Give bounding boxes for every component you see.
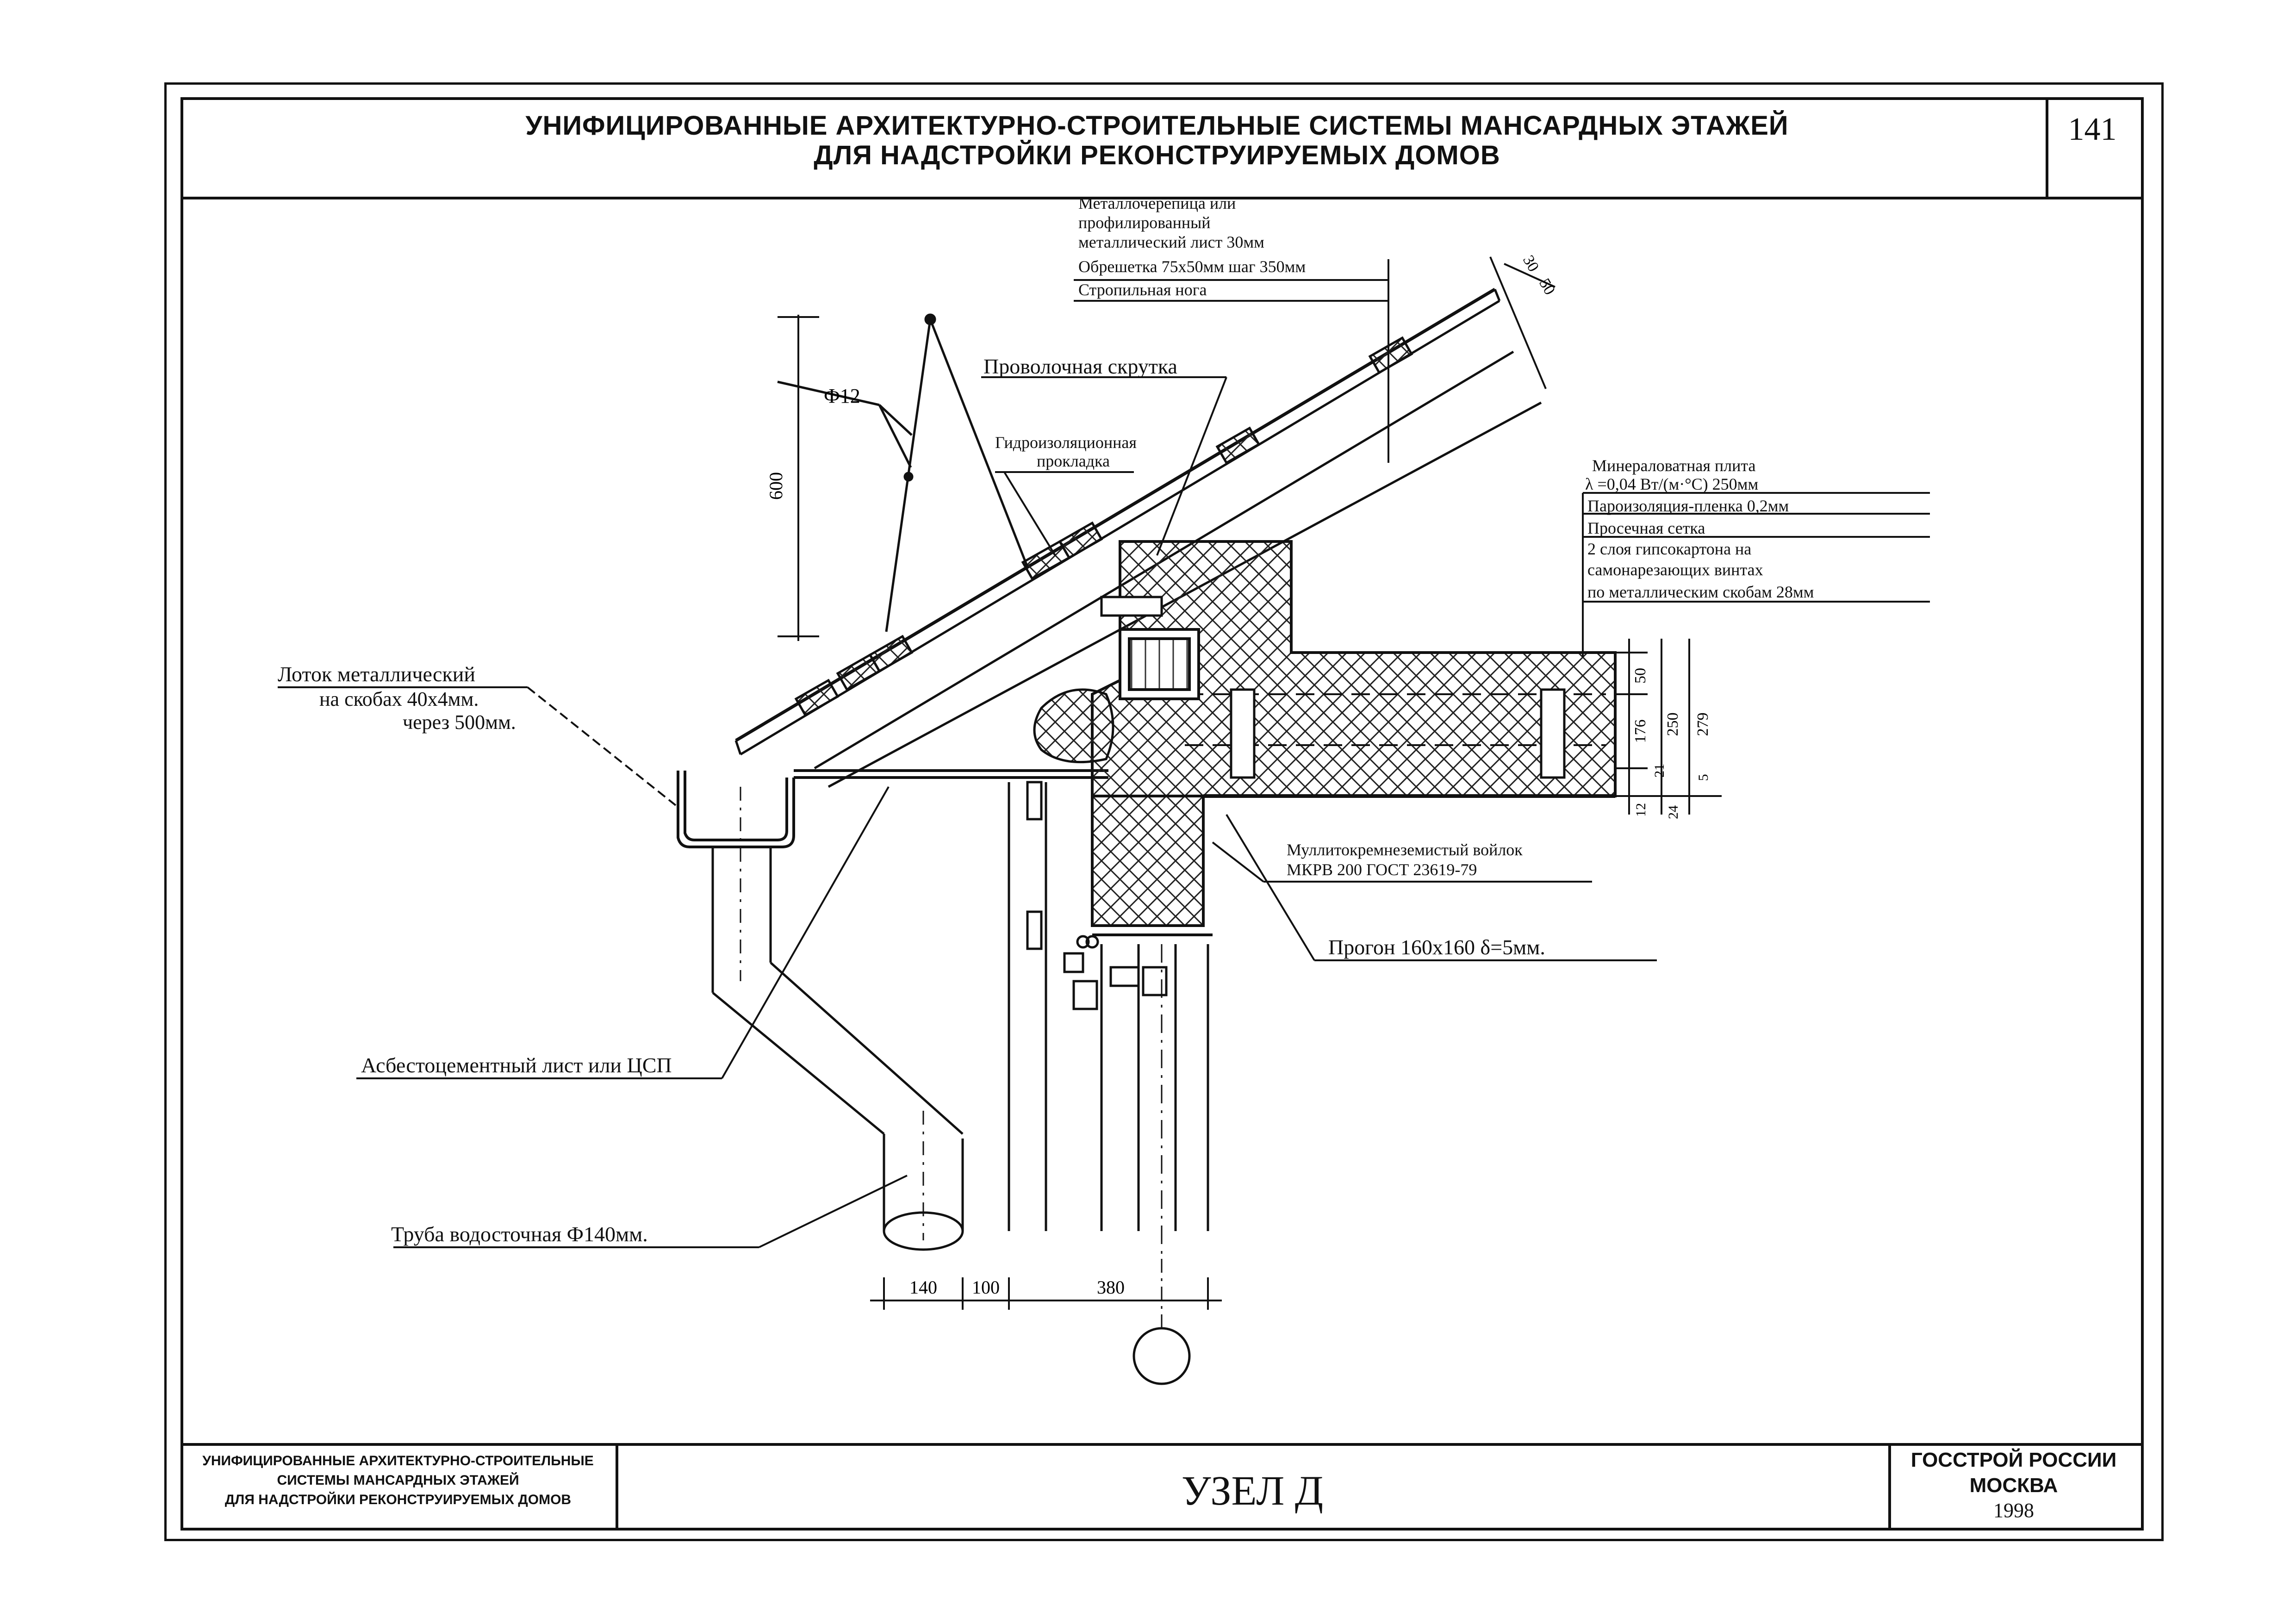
snow-guard-wire (777, 313, 1029, 632)
insulation-callout-line4: Просечная сетка (1587, 519, 1705, 537)
org-line1: ГОССТРОЙ РОССИИ (1910, 1449, 2117, 1471)
gutter-label-line3: через 500мм. (403, 711, 516, 734)
gutter-label-line1: Лоток металлический (278, 662, 476, 686)
gutter-label-line2: на скобах 40х4мм. (319, 688, 479, 710)
felt-label-line1: Муллитокремнеземистый войлок (1287, 840, 1523, 859)
purlin (1119, 628, 1200, 700)
stamp-top-line (180, 1443, 2141, 1446)
wall (1008, 782, 1213, 1259)
stamp-divider-right (1888, 1443, 1891, 1528)
insulation-block (1091, 540, 1617, 927)
org-line2: МОСКВА (1969, 1474, 2058, 1497)
sheet-inner-frame (180, 97, 2144, 1531)
battens (794, 336, 1413, 717)
waterproof-label-line1: Гидроизоляционная (995, 433, 1137, 452)
felt-label-line2: МКРВ 200 ГОСТ 23619-79 (1287, 860, 1477, 879)
dim-250: 250 (1664, 713, 1681, 736)
dim-600-label: 600 (765, 472, 786, 500)
stamp-year: 1998 (1993, 1499, 2034, 1522)
dim-279: 279 (1694, 713, 1711, 736)
sheet-outer-frame (164, 82, 2164, 1541)
dim-600 (778, 315, 819, 641)
drawing-name: УЗЕЛ Д (1181, 1468, 1324, 1514)
diameter-label: Ф12 (824, 385, 860, 407)
roof-callout-line2: профилированный (1078, 213, 1211, 232)
page-number-divider (2046, 97, 2048, 197)
insulation-callout-line2: λ =0,04 Вт/(м·°С) 250мм (1585, 475, 1759, 493)
downpipe-label: Труба водосточная Ф140мм. (391, 1222, 648, 1246)
dim-50: 50 (1632, 668, 1649, 684)
dim-380: 380 (1097, 1277, 1125, 1298)
roof-callout-line3: металлический лист 30мм (1078, 233, 1264, 251)
dim-140: 140 (909, 1277, 937, 1298)
roof-callout-line5: Стропильная нога (1078, 280, 1207, 299)
insulation-callout-line7: по металлическим скобам 28мм (1587, 583, 1814, 601)
slope-dimensions (1489, 256, 1556, 389)
dim-12: 12 (1633, 803, 1649, 817)
downpipe (711, 787, 964, 1251)
sheet-title-line2: ДЛЯ НАДСТРОЙКИ РЕКОНСТРУИРУЕМЫХ ДОМОВ (814, 140, 1500, 170)
sheet-title-line1: УНИФИЦИРОВАННЫЕ АРХИТЕКТУРНО-СТРОИТЕЛЬНЫ… (525, 111, 1789, 141)
bottom-dimensions (870, 1259, 1222, 1385)
roof-callout-line4: Обрешетка 75х50мм шаг 350мм (1078, 257, 1306, 276)
brackets (1100, 596, 1566, 779)
stamp-divider-left (616, 1443, 618, 1528)
page-number: 141 (2068, 112, 2117, 147)
asbestos-label: Асбестоцементный лист или ЦСП (361, 1053, 672, 1077)
dim-176: 176 (1632, 720, 1649, 743)
insulation-callout-line5: 2 слоя гипсокартона на (1587, 540, 1752, 558)
header-divider (180, 197, 2141, 199)
window-profiles (1026, 781, 1168, 1010)
wire-twist-label: Проволочная скрутка (983, 355, 1177, 378)
stamp-left-line2: СИСТЕМЫ МАНСАРДНЫХ ЭТАЖЕЙ (277, 1473, 519, 1488)
waterproof-label-line2: прокладка (1037, 452, 1110, 470)
stamp-left-line1: УНИФИЦИРОВАННЫЕ АРХИТЕКТУРНО-СТРОИТЕЛЬНЫ… (202, 1453, 594, 1468)
leader-lines (278, 259, 1930, 1248)
insulation-callout-line6: самонарезающих винтах (1587, 560, 1763, 579)
insulation-callout-line1: Минераловатная плита (1592, 456, 1756, 475)
insulation-callout-line3: Пароизоляция-пленка 0,2мм (1587, 497, 1789, 515)
stamp-left-line3: ДЛЯ НАДСТРОЙКИ РЕКОНСТРУИРУЕМЫХ ДОМОВ (224, 1492, 572, 1507)
roof-callout-line1: Металлочерепица или (1078, 194, 1236, 212)
dim-21: 21 (1652, 764, 1667, 778)
dim-100: 100 (972, 1277, 1000, 1298)
dim-5: 5 (1696, 774, 1711, 781)
metal-gutter (677, 769, 1108, 848)
felt-blob (1033, 688, 1114, 764)
purlin-label: Прогон 160х160 δ=5мм. (1328, 935, 1545, 959)
right-dimensions (1615, 639, 1722, 815)
dim-24: 24 (1666, 805, 1681, 819)
